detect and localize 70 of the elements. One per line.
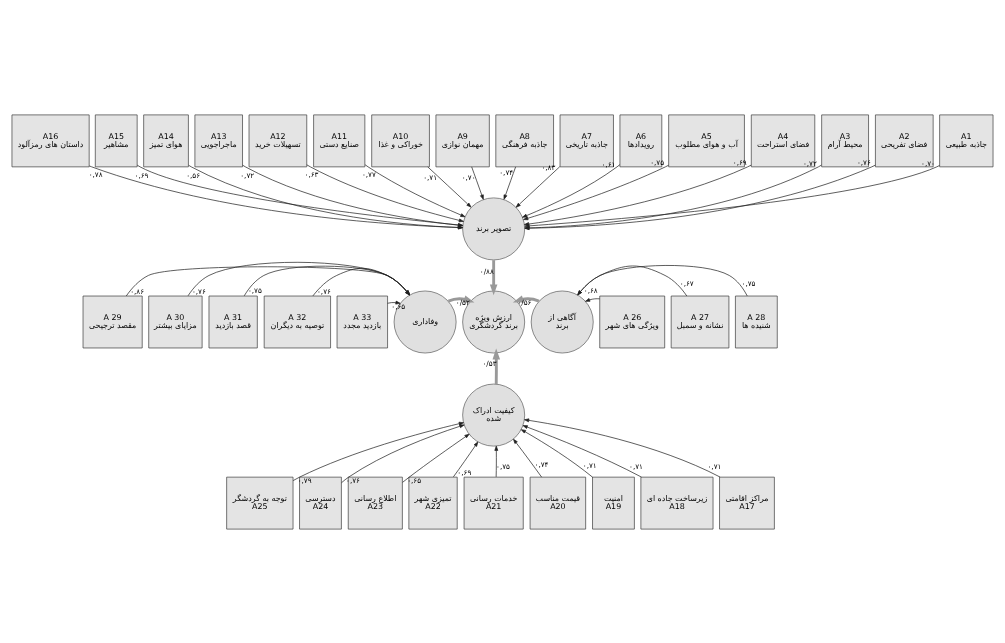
arrow <box>523 164 669 220</box>
edge-label: ۰/۵۳ <box>482 358 497 368</box>
arrow <box>471 166 484 200</box>
arrow <box>242 164 463 227</box>
edge-label: ۰,۶۵ <box>407 475 422 485</box>
arrow <box>387 300 401 304</box>
edge-label: ۰,۷۰ <box>461 172 476 182</box>
arrow <box>402 433 470 483</box>
edge-label: ۰/۵۶ <box>517 297 532 306</box>
arrow <box>577 264 748 296</box>
edge-label: ۰,۷۲ <box>802 158 817 168</box>
arrow <box>125 265 410 296</box>
edge-label: ۰,۶۱ <box>601 159 616 169</box>
arrow <box>306 163 464 222</box>
edge-label: ۰,۶۵ <box>391 301 406 311</box>
edge-label: ۰,۷۱ <box>423 172 438 182</box>
edge-label: ۰,۶۹ <box>732 157 747 167</box>
arrow <box>89 165 463 229</box>
arrow <box>292 421 464 481</box>
edge-label: ۰/۸۸ <box>479 266 494 276</box>
arrow <box>520 428 594 478</box>
edge-label: ۰,۷۴ <box>499 167 514 177</box>
arrow <box>524 164 752 226</box>
arrow <box>522 163 621 218</box>
arrow <box>188 164 463 229</box>
arrow <box>513 438 542 477</box>
edge-label: ۰,۷۱ <box>707 461 722 471</box>
edge-label: ۰,۷۰ <box>921 158 935 168</box>
arrow <box>243 265 410 296</box>
edge-label: ۰,۷۱ <box>629 461 643 471</box>
edge-label: ۰,۷۵ <box>247 285 262 295</box>
arrow <box>453 441 479 477</box>
arrow <box>577 265 688 296</box>
arrow <box>515 165 561 208</box>
edge-label: ۰,۷۸ <box>88 169 103 179</box>
edge-label: ۰,۶۹ <box>134 170 149 180</box>
edge-label: ۰,۶۷ <box>679 278 694 288</box>
edge-label: ۰,۸۶ <box>130 286 145 296</box>
edge-label: ۰,۷۵ <box>741 278 756 288</box>
arrow <box>522 424 642 477</box>
edge-label: ۰,۵۶ <box>186 170 201 180</box>
edge-label: ۰,۷۹ <box>297 475 312 485</box>
arrow <box>524 164 940 228</box>
arrow <box>524 418 721 477</box>
arrow <box>524 164 822 230</box>
arrow <box>585 297 601 302</box>
arrow <box>489 259 498 295</box>
edge-label: ۰,۷۶ <box>346 475 360 485</box>
arrow <box>503 166 516 200</box>
arrow <box>312 267 410 296</box>
edge-label: ۰,۶۳ <box>304 169 319 179</box>
arrow <box>364 163 466 217</box>
edge-label: ۰,۷۴ <box>534 459 549 469</box>
arrow <box>187 261 410 296</box>
arrow <box>136 164 464 227</box>
edge-label: ۰,۷۵ <box>650 157 665 167</box>
edge-label: ۰,۷۱ <box>582 460 597 470</box>
arrow <box>494 445 499 477</box>
edge-label: ۰/۵۲ <box>455 297 470 306</box>
arrow <box>524 164 876 230</box>
edge-label: ۰,۷۲ <box>240 170 255 180</box>
arrow <box>492 348 501 384</box>
edge-label: ۰,۷۶ <box>317 286 331 296</box>
arrow <box>341 423 465 483</box>
edge-label: ۰,۶۹ <box>457 467 472 477</box>
edge-label: ۰,۷۵ <box>496 461 510 471</box>
edge-label: ۰,۷۷ <box>361 169 376 179</box>
edge-label: ۰,۷۶ <box>856 157 871 167</box>
arrow <box>427 166 472 207</box>
edge-label: ۰,۷۶ <box>191 285 206 295</box>
